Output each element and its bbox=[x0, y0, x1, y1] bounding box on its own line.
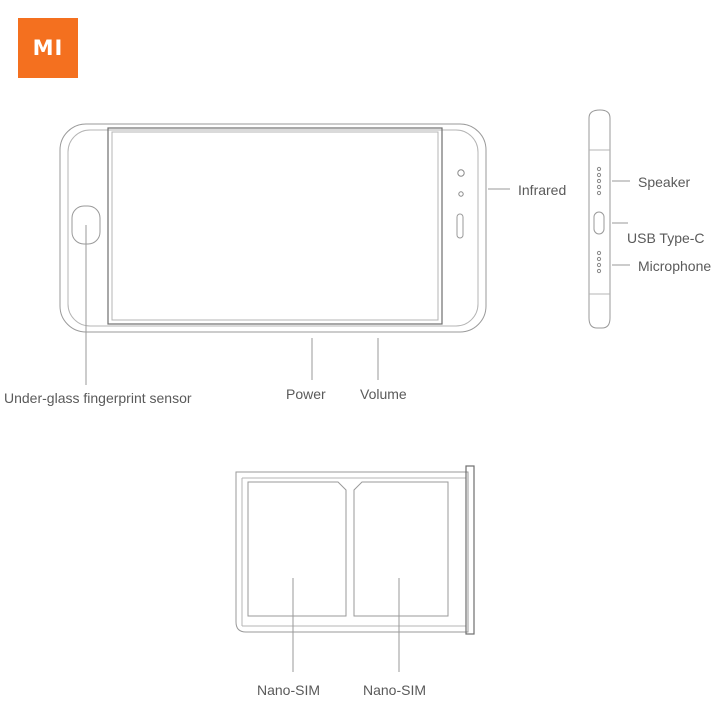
speaker-grille-icon bbox=[596, 166, 602, 196]
phone-front bbox=[59, 123, 487, 333]
sensor-icon bbox=[458, 191, 464, 197]
phone-body-outer bbox=[59, 123, 487, 333]
power-label: Power bbox=[286, 386, 326, 402]
infrared-label: Infrared bbox=[518, 182, 567, 198]
earpiece-icon bbox=[456, 213, 464, 239]
nano-sim-2-label: Nano-SIM bbox=[363, 682, 427, 698]
microphone-holes-icon bbox=[596, 250, 602, 274]
phone-side bbox=[588, 109, 611, 329]
fingerprint-label: Under-glass fingerprint sensor bbox=[4, 390, 192, 406]
phone-screen-inner bbox=[111, 131, 439, 321]
mi-logo: MI bbox=[18, 18, 78, 78]
nano-sim-1-label: Nano-SIM bbox=[257, 682, 321, 698]
nano-sim-slot-2 bbox=[353, 481, 449, 617]
phone-side-body bbox=[588, 109, 611, 329]
phone-body-inner bbox=[67, 129, 479, 327]
microphone-label: Microphone bbox=[638, 258, 712, 274]
phone-screen bbox=[107, 127, 443, 325]
speaker-label: Speaker bbox=[638, 174, 691, 190]
sim-tray bbox=[235, 465, 475, 635]
volume-label: Volume bbox=[360, 386, 407, 402]
nano-sim-slot-1 bbox=[247, 481, 347, 617]
logo-text: MI bbox=[32, 36, 64, 60]
usb-port-icon bbox=[593, 211, 605, 235]
usb-type-c-label: USB Type-C bbox=[627, 230, 705, 246]
sim-tray-handle bbox=[465, 465, 475, 635]
front-camera-icon bbox=[457, 169, 465, 177]
sim-tray-body bbox=[235, 471, 469, 633]
